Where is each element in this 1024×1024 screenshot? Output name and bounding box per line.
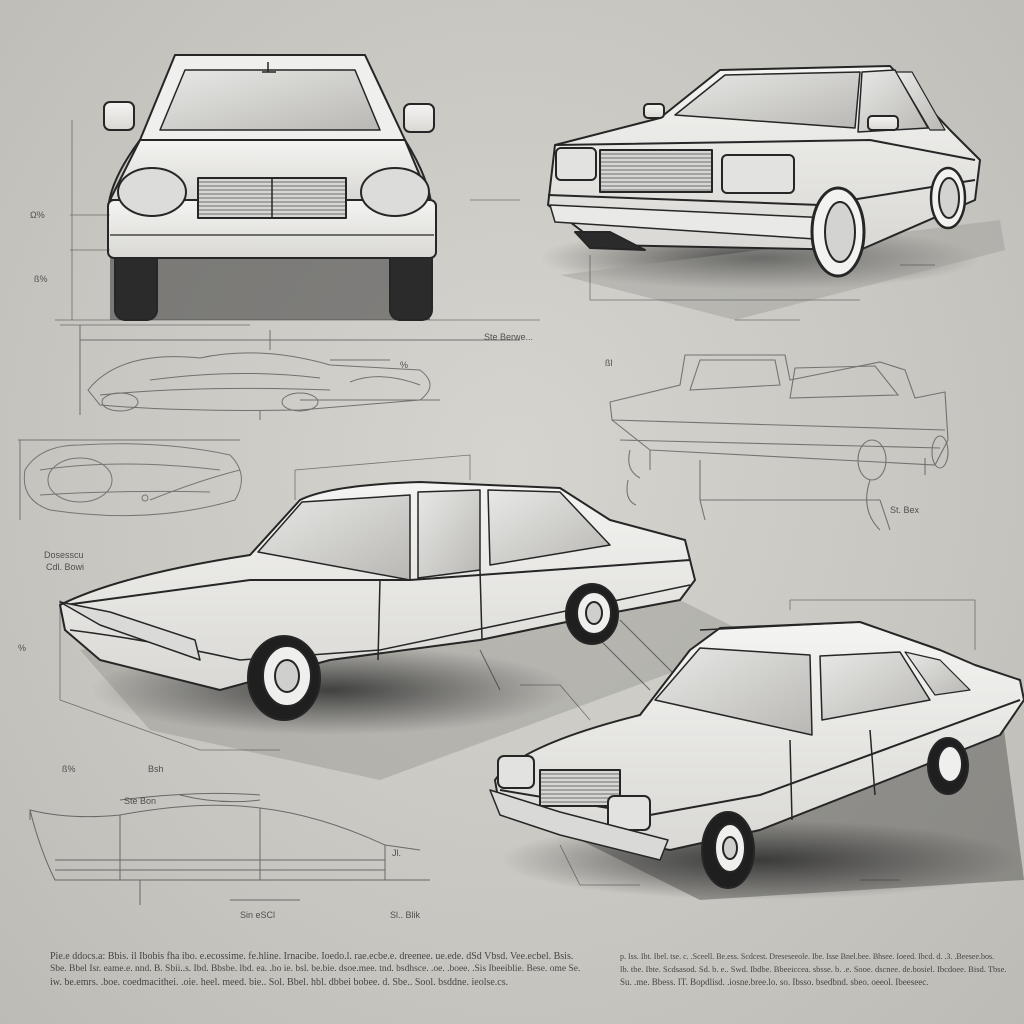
caption-line-left: iw. be.emrs. .boe. coedmacithei. .oie. h…	[50, 977, 509, 988]
body-sketch-callout-label: St. Bex	[890, 505, 920, 515]
section-callout-label: Jl.	[392, 848, 401, 858]
transparent-body-sketch-right	[609, 354, 949, 531]
profile-section-sketch-bottom-left	[29, 792, 430, 905]
three-quarter-view-sedan-drawing	[540, 65, 1005, 321]
caption-line-right: p. Iss. Ibt. Ibel. tse. c. .Sceell. Be.e…	[620, 952, 995, 961]
front-view-callout-label: ß%	[34, 274, 48, 284]
section-callout-label: Sin eSCl	[240, 910, 276, 920]
coupe-three-quarter-drawing-center	[59, 454, 760, 780]
front-view-sedan-drawing	[55, 54, 540, 326]
caption-line-right: lb. tbe. Ibte. Scdsasod. Sd. b. e.. Swd.…	[620, 964, 1007, 974]
section-callout-label: Bsh	[148, 764, 164, 774]
profile-callout-label: Ste Berwe...	[484, 332, 534, 342]
side-profile-sketch-left	[18, 439, 242, 520]
coupe-callout-label: %	[18, 643, 27, 653]
section-callout-label: Sl.. Blik	[390, 910, 421, 920]
caption-line-left: Sbe. Bbel Isr. eame.e. nnd. B. Sbii..s. …	[50, 964, 581, 974]
side-profile-sketch-upper	[79, 325, 520, 420]
caption-line-right: Su. .me. Bbess. IT. Bopdlisd. .iosne.bre…	[620, 977, 929, 987]
coupe-callout-label: Dosesscu	[44, 550, 84, 560]
section-callout-label: ß%	[62, 764, 76, 774]
sedan-three-quarter-drawing-lower-right	[489, 599, 1024, 900]
caption-line-left: Pie.e ddocs.a: Bbis. il Ibobis fha ibo. …	[50, 951, 574, 962]
profile-callout-label: %	[400, 360, 409, 370]
front-view-callout-label: Ω%	[30, 210, 45, 220]
coupe-callout-label: Cdl. Bowi	[46, 562, 85, 572]
section-callout-label: Ste Bon	[124, 796, 157, 806]
body-sketch-callout-label: ßl	[605, 358, 613, 368]
